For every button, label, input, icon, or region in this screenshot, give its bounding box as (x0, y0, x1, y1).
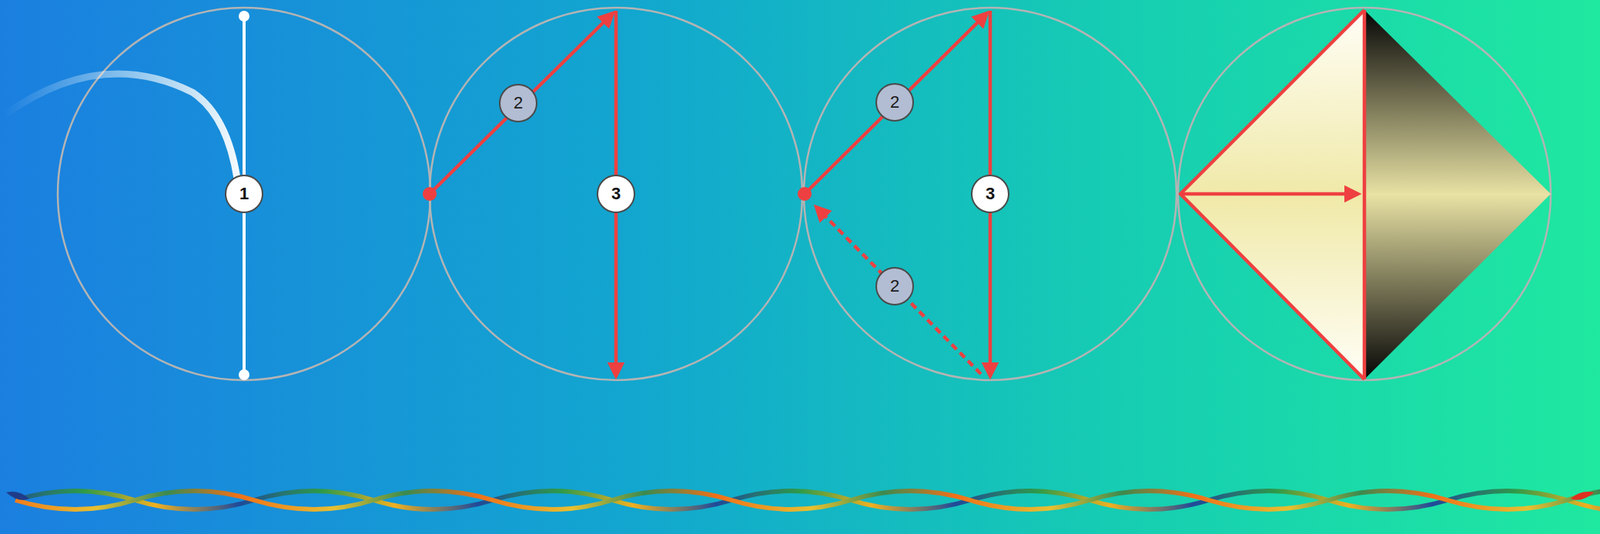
ribbon (15, 491, 1600, 510)
fold-arrow (1180, 192, 1359, 197)
start-dot (797, 187, 812, 201)
diamond-outline (1180, 10, 1365, 380)
ribbon-head (6, 492, 30, 501)
end-dot (238, 10, 250, 22)
guide-circle (57, 7, 431, 381)
guide-circle (429, 7, 803, 381)
callout-number: 1 (224, 174, 264, 214)
ribbon (15, 491, 1600, 510)
callout-number: 2 (875, 83, 914, 122)
center-fold (1362, 10, 1367, 380)
guide-circle (803, 7, 1177, 381)
callout-number: 2 (875, 267, 914, 306)
ribbon-head (1570, 492, 1594, 501)
diamond-left-half (1180, 10, 1365, 380)
sweep-arc (3, 73, 238, 179)
fold-arrow (804, 13, 988, 195)
dashed-fold-arrow (816, 207, 981, 375)
end-dot (238, 369, 250, 381)
callout-number: 3 (970, 174, 1010, 214)
guide-circle (1178, 7, 1551, 381)
callout-number: 3 (596, 174, 636, 214)
fold-arrow (429, 13, 613, 195)
diamond-right-half (1364, 10, 1551, 380)
callout-number: 2 (498, 83, 538, 123)
start-dot (422, 187, 437, 201)
